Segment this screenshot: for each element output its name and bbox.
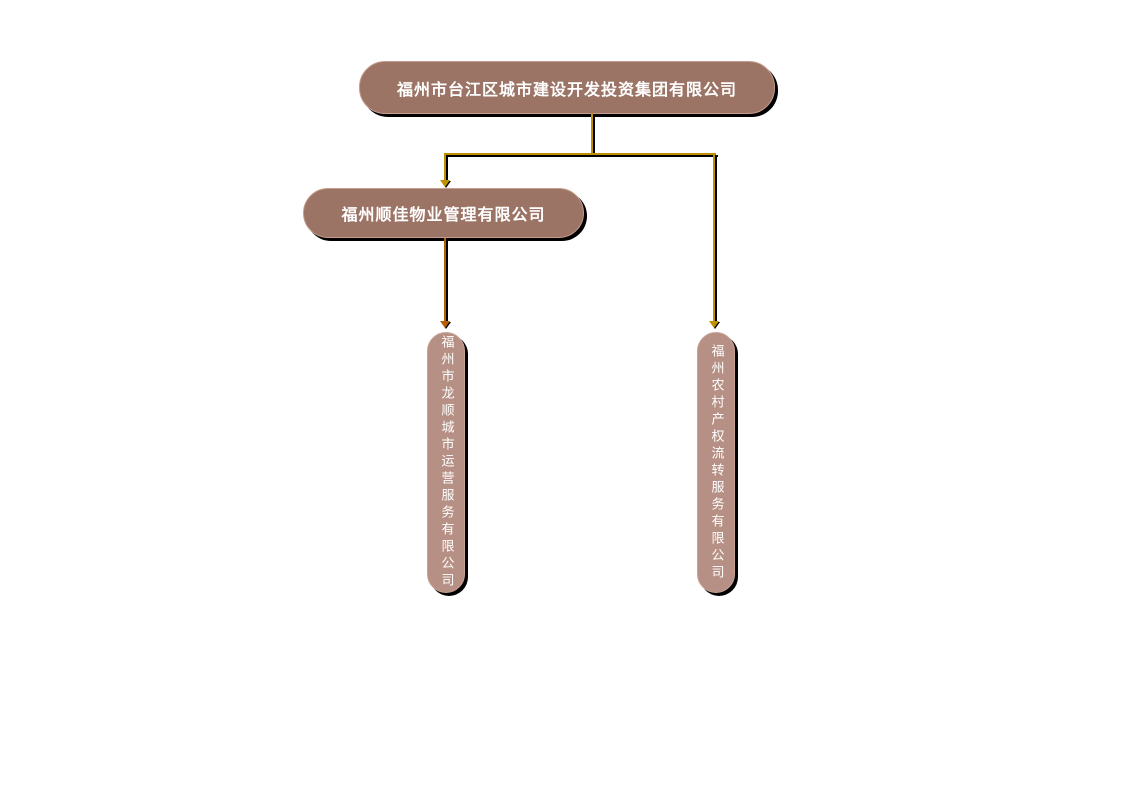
org-node-root-label: 福州市台江区城市建设开发投资集团有限公司 <box>396 79 737 99</box>
arrowhead-shunjia-icon <box>440 180 450 187</box>
connector-drop-nongquan <box>713 153 715 322</box>
org-node-shunjia: 福州顺佳物业管理有限公司 <box>303 188 584 238</box>
org-node-longshun-label: 福州市龙顺城市运营服务有限公司 <box>438 335 454 590</box>
org-node-nongquan-label: 福州农村产权流转服务有限公司 <box>708 343 724 582</box>
arrowhead-longshun-icon <box>440 321 450 328</box>
connector-shunjia-to-longshun <box>444 238 446 322</box>
org-node-root: 福州市台江区城市建设开发投资集团有限公司 <box>359 61 775 114</box>
org-node-longshun: 福州市龙顺城市运营服务有限公司 <box>427 332 465 593</box>
connector-horizontal-bus <box>444 153 716 155</box>
org-node-nongquan: 福州农村产权流转服务有限公司 <box>697 332 735 593</box>
connector-drop-shunjia <box>444 153 446 181</box>
arrowhead-nongquan-icon <box>709 321 719 328</box>
connector-root-stem <box>591 113 593 154</box>
org-node-shunjia-label: 福州顺佳物业管理有限公司 <box>341 205 546 224</box>
